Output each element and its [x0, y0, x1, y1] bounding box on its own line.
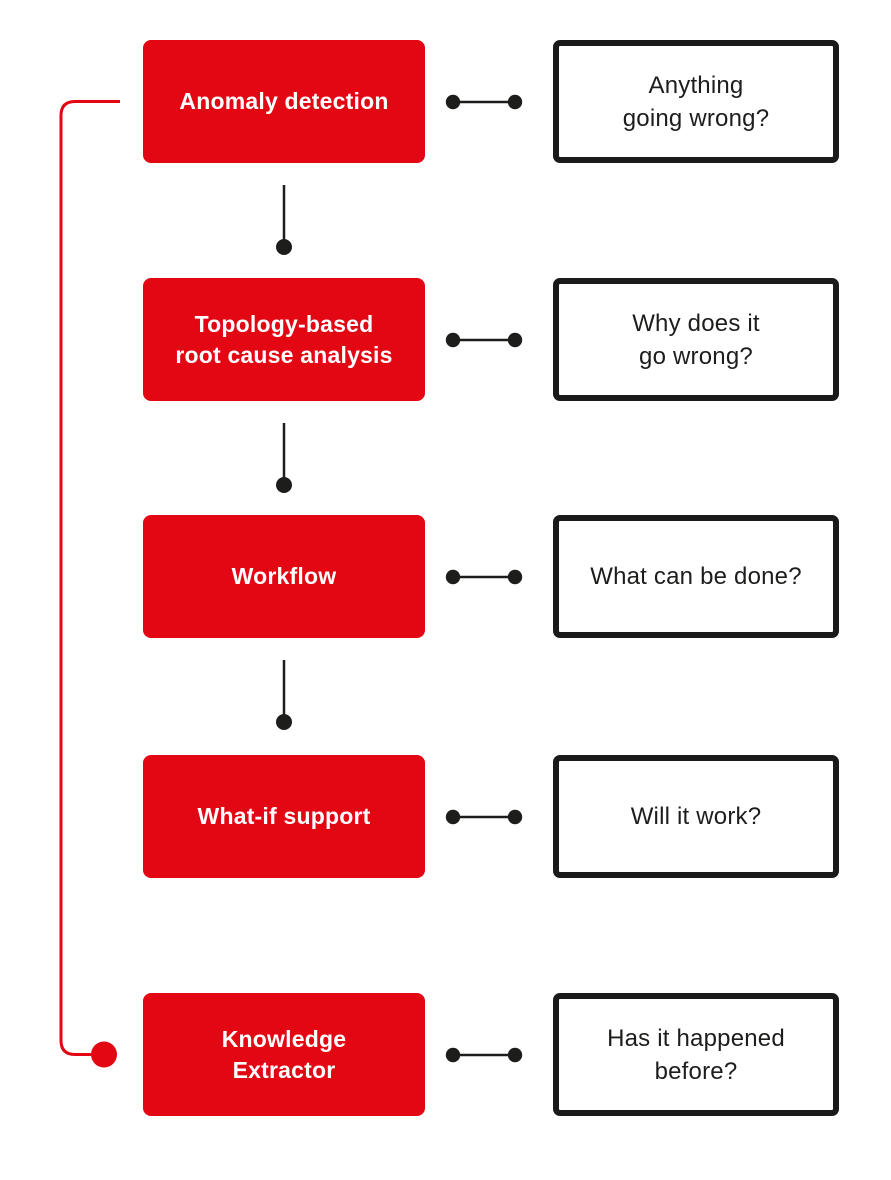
question-box-anomaly-detection: Anything going wrong? — [553, 40, 839, 163]
question-label: Anything going wrong? — [622, 71, 770, 132]
question-label: Why does it go wrong? — [632, 309, 760, 370]
flow-down-connector-icon — [276, 185, 292, 255]
flow-row-workflow: Workflow What can be done? — [0, 515, 891, 638]
question-label: What can be done? — [590, 563, 802, 590]
question-box-root-cause-analysis: Why does it go wrong? — [553, 278, 839, 401]
module-label: Topology-based root cause analysis — [175, 310, 393, 368]
flow-row-anomaly-detection: Anomaly detection Anything going wrong? — [0, 40, 891, 163]
module-box-anomaly-detection: Anomaly detection — [143, 40, 425, 163]
question-box-workflow: What can be done? — [553, 515, 839, 638]
module-box-what-if-support: What-if support — [143, 755, 425, 878]
question-box-knowledge-extractor: Has it happened before? — [553, 993, 839, 1116]
flow-row-what-if-support: What-if support Will it work? — [0, 755, 891, 878]
module-box-knowledge-extractor: Knowledge Extractor — [143, 993, 425, 1116]
dumbbell-link-icon — [445, 94, 523, 109]
module-label: Knowledge Extractor — [221, 1025, 347, 1083]
flow-down-connector-icon — [276, 423, 292, 493]
dumbbell-link-icon — [445, 332, 523, 347]
module-label: Workflow — [231, 563, 337, 589]
flow-down-connector-icon — [276, 660, 292, 730]
dumbbell-link-icon — [445, 1047, 523, 1062]
module-label: What-if support — [197, 803, 371, 829]
dumbbell-link-icon — [445, 569, 523, 584]
question-box-what-if-support: Will it work? — [553, 755, 839, 878]
question-label: Has it happened before? — [607, 1024, 785, 1085]
flow-row-root-cause-analysis: Topology-based root cause analysis Why d… — [0, 278, 891, 401]
module-box-root-cause-analysis: Topology-based root cause analysis — [143, 278, 425, 401]
module-label: Anomaly detection — [179, 88, 389, 114]
flow-row-knowledge-extractor: Knowledge Extractor Has it happened befo… — [0, 993, 891, 1116]
question-label: Will it work? — [630, 803, 762, 830]
dumbbell-link-icon — [445, 809, 523, 824]
module-box-workflow: Workflow — [143, 515, 425, 638]
